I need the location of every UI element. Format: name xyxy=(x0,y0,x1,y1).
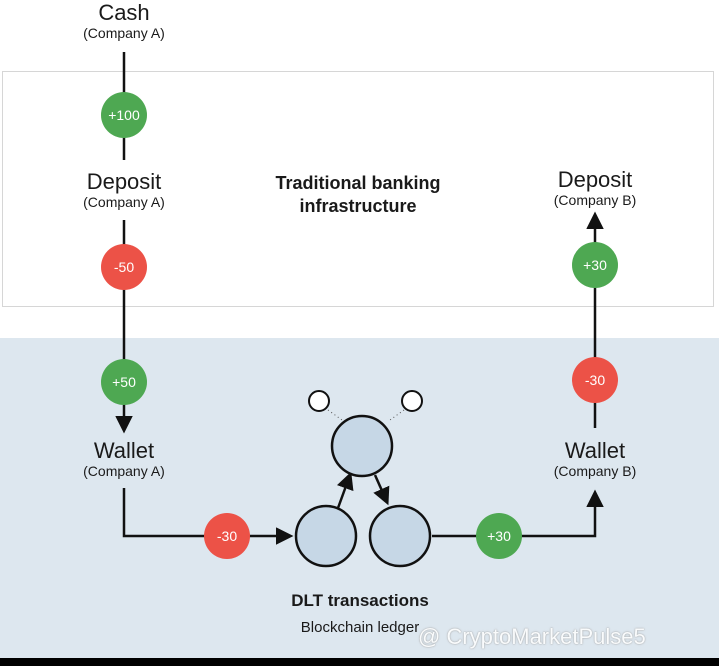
node-wallet-company-a: Wallet (Company A) xyxy=(54,438,194,480)
svg-text:+50: +50 xyxy=(112,374,136,390)
node-cash-company-a: Cash (Company A) xyxy=(54,0,194,42)
node-title: Deposit xyxy=(86,169,162,194)
badge-wallet-a-credit: +50 xyxy=(101,359,147,405)
blockchain-ledger-label: Blockchain ledger xyxy=(300,619,420,636)
dlt-node-right xyxy=(368,504,432,568)
node-deposit-company-a: Deposit (Company A) xyxy=(54,169,194,211)
badge-wallet-b-credit: +30 xyxy=(476,513,522,559)
dlt-node-left xyxy=(294,504,358,568)
badge-wallet-b-debit: -30 xyxy=(572,357,618,403)
connector-small-right xyxy=(389,409,405,421)
node-title: Cash xyxy=(98,0,150,25)
badge-deposit-a-debit: -50 xyxy=(101,244,147,290)
badge-wallet-a-debit: -30 xyxy=(204,513,250,559)
svg-text:-50: -50 xyxy=(114,259,134,275)
dlt-node-top xyxy=(330,414,394,478)
svg-text:-30: -30 xyxy=(217,528,237,544)
arrow-node-top-to-right xyxy=(373,474,390,506)
connector-small-left xyxy=(327,409,343,421)
node-subtitle: (Company A) xyxy=(83,463,165,479)
node-subtitle: (Company B) xyxy=(553,192,637,208)
badge-deposit-b-credit: +30 xyxy=(572,242,618,288)
bottom-border xyxy=(0,658,719,666)
node-title: Wallet xyxy=(564,438,626,463)
node-subtitle: (Company B) xyxy=(553,463,637,479)
node-title: Wallet xyxy=(93,438,155,463)
node-deposit-company-b: Deposit (Company B) xyxy=(525,167,665,209)
dlt-transactions-title: DLT transactions xyxy=(291,591,429,610)
svg-text:+30: +30 xyxy=(487,528,511,544)
svg-text:+30: +30 xyxy=(583,257,607,273)
node-subtitle: (Company A) xyxy=(83,25,165,41)
node-title: Deposit xyxy=(557,167,633,192)
arrow-node-left-to-top xyxy=(336,471,354,509)
node-wallet-company-b: Wallet (Company B) xyxy=(525,438,665,480)
svg-text:+100: +100 xyxy=(108,107,140,123)
svg-text:-30: -30 xyxy=(585,372,605,388)
dlt-node-small-left xyxy=(308,390,330,412)
watermark: @ CryptoMarketPulse5 xyxy=(418,624,646,649)
badge-cash-to-deposit-a: +100 xyxy=(101,92,147,138)
dlt-node-small-right xyxy=(401,390,423,412)
node-subtitle: (Company A) xyxy=(83,194,165,210)
